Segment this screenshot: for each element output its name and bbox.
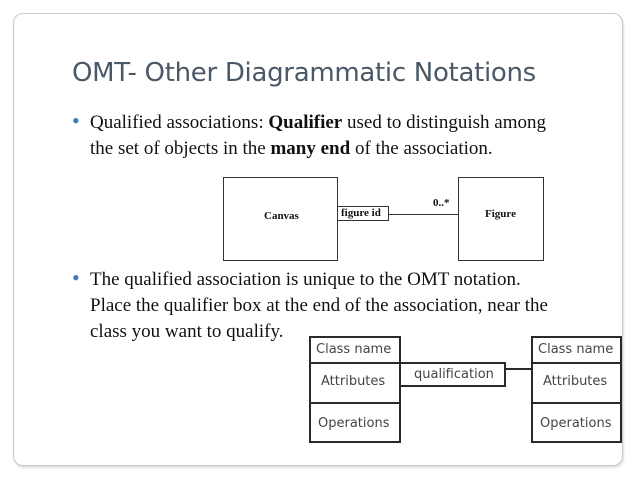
bullet-dot-2: • <box>72 265 80 290</box>
right-class-attributes: Attributes <box>543 374 608 389</box>
left-class-separator-2 <box>309 402 401 404</box>
bullet-2-line-3: class you want to qualify. <box>90 321 284 342</box>
slide-title: OMT- Other Diagrammatic Notations <box>72 58 536 88</box>
right-class-separator-1 <box>531 362 622 364</box>
right-class-name: Class name <box>538 342 614 357</box>
class-box-figure <box>458 177 544 261</box>
class-name-figure: Figure <box>485 208 516 220</box>
qualifier-label-figure-id: figure id <box>341 207 381 219</box>
multiplicity-label: 0..* <box>433 197 450 209</box>
bullet-2-line-1: The qualified association is unique to t… <box>90 269 521 290</box>
qualified-association-line <box>505 368 532 370</box>
left-class-separator-1 <box>309 362 401 364</box>
bullet-1-line-1: Qualified associations: Qualifier used t… <box>90 112 546 133</box>
right-class-operations: Operations <box>540 416 612 431</box>
right-class-box <box>531 336 622 443</box>
class-box-canvas <box>223 177 338 261</box>
right-class-separator-2 <box>531 402 622 404</box>
left-class-box <box>309 336 401 443</box>
association-line <box>389 214 459 215</box>
qualifier-label: qualification <box>414 367 494 382</box>
bullet-1-line-2: the set of objects in the many end of th… <box>90 138 493 159</box>
bullet-2-text: The qualified association is unique to t… <box>90 267 548 345</box>
qualifier-box-figure-id <box>337 206 389 221</box>
bullet-dot-1: • <box>72 108 80 133</box>
qualifier-box <box>399 362 506 387</box>
class-name-canvas: Canvas <box>264 210 299 222</box>
bullet-1-text: Qualified associations: Qualifier used t… <box>90 110 546 162</box>
left-class-name: Class name <box>316 342 392 357</box>
bullet-2-line-2: Place the qualifier box at the end of th… <box>90 295 548 316</box>
left-class-operations: Operations <box>318 416 390 431</box>
left-class-attributes: Attributes <box>321 374 386 389</box>
